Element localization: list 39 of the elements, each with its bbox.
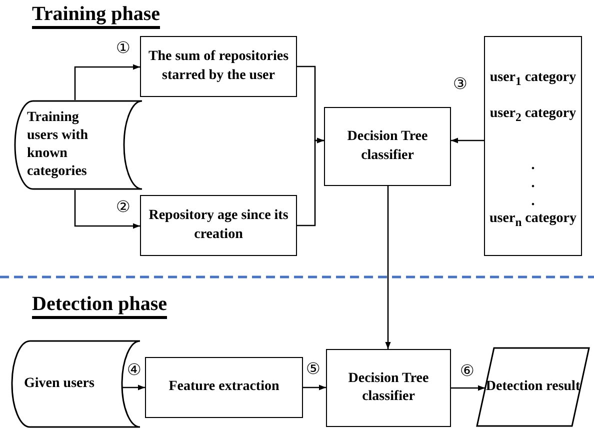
node-text: The sum of repositories starred by the user [147, 48, 290, 84]
arrow [297, 138, 324, 226]
step-number: ④ [127, 362, 142, 378]
arrow [385, 186, 391, 349]
node-text: user$_{n}$ category [488, 210, 578, 230]
step-number: ② [116, 199, 130, 215]
node-text: Feature extraction [168, 378, 280, 396]
process-box [324, 107, 451, 186]
ellipsis-dot: . [530, 175, 536, 193]
data-store-shape [15, 100, 142, 190]
node-text: Detection result [484, 378, 582, 396]
arrow [122, 384, 145, 390]
step-number: ⑤ [306, 361, 320, 377]
process-box [145, 357, 303, 418]
arrow [74, 64, 140, 100]
process-box [140, 36, 297, 97]
output-parallelogram [476, 347, 590, 427]
step-number: ① [116, 40, 130, 56]
arrow [451, 138, 484, 144]
section-heading: Training phase [32, 2, 160, 29]
step-number: ③ [453, 76, 468, 92]
ellipsis-dot: . [530, 157, 536, 175]
node-text: Given users [23, 374, 96, 393]
node-text: Repository age since its creation [148, 207, 290, 244]
node-text: Training users with known categories [26, 108, 90, 182]
step-number: ⑥ [460, 363, 474, 379]
arrow [451, 385, 485, 391]
node-text: Decision Tree classifier [346, 128, 429, 164]
section-heading: Detection phase [32, 292, 167, 319]
ellipsis-dot: . [530, 193, 536, 211]
arrow [74, 190, 140, 229]
data-store-shape [12, 340, 140, 428]
process-box [484, 36, 582, 256]
node-text: Decision Tree classifier [347, 370, 430, 406]
process-box [326, 349, 451, 427]
node-text: user$_{2}$ category [488, 105, 578, 125]
node-text: user$_{1}$ category [488, 69, 578, 89]
arrow [303, 384, 326, 390]
process-box [140, 195, 297, 256]
